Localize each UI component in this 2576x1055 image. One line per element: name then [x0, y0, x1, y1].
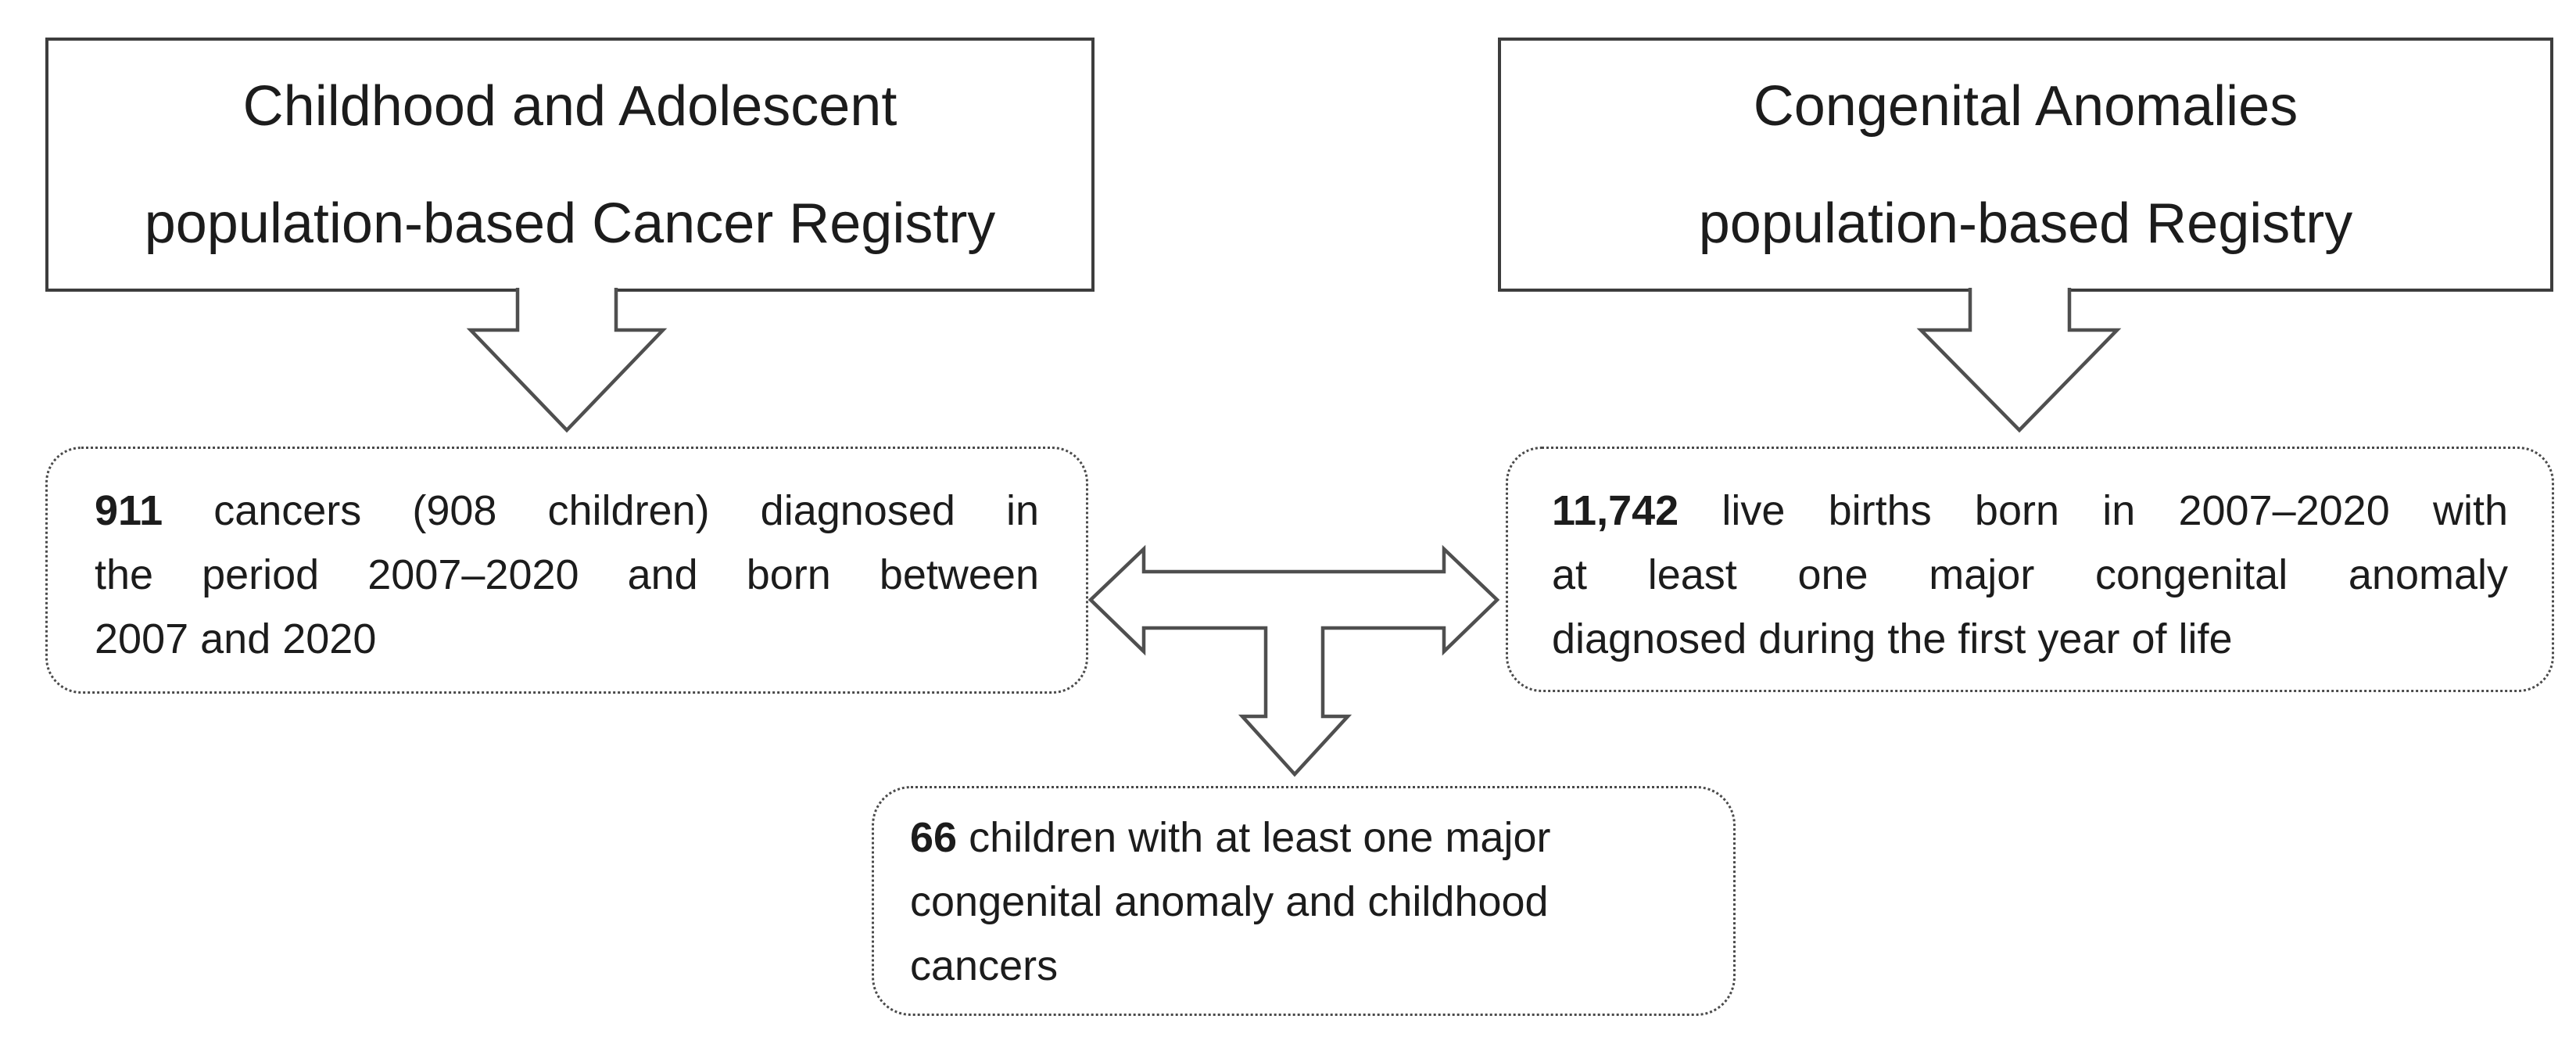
overlap-count: 66 [910, 814, 958, 861]
block-arrow-left-right-down-icon [1087, 544, 1500, 777]
anomalies-registry-line1: Congenital Anomalies [1753, 74, 2298, 138]
births-cohort-line2: at least one major congenital anomaly [1552, 551, 2508, 598]
cancers-cohort-line1-text: cancers (908 children) diagnosed in [163, 487, 1039, 534]
block-arrow-down-left-icon [466, 288, 668, 433]
anomalies-registry-line2: population-based Registry [1698, 192, 2353, 255]
cancer-registry-box: Childhood and Adolescent population-base… [45, 38, 1095, 292]
block-arrow-down-right-icon [1916, 288, 2122, 433]
cancers-cohort-line3: 2007 and 2020 [95, 615, 377, 662]
overlap-cohort-line1: 66 children with at least one major [910, 806, 1697, 870]
births-cohort-line3: diagnosed during the first year of life [1552, 615, 2233, 662]
anomalies-registry-box: Congenital Anomalies population-based Re… [1498, 38, 2553, 292]
cancers-cohort-line2: the period 2007–2020 and born between [95, 551, 1039, 598]
overlap-cohort-line2: congenital anomaly and childhood [910, 878, 1549, 925]
overlap-cohort-line3: cancers [910, 942, 1059, 989]
births-cohort-box: 11,742 live births born in 2007–2020 wit… [1506, 447, 2554, 692]
overlap-cohort-line1-text: children with at least one major [957, 814, 1551, 861]
cancer-registry-line1: Childhood and Adolescent [242, 74, 897, 138]
cancers-count: 911 [95, 487, 163, 534]
overlap-cohort-box: 66 children with at least one major cong… [872, 786, 1736, 1016]
births-cohort-line1-text: live births born in 2007–2020 with [1679, 487, 2508, 534]
cancers-cohort-box: 911 cancers (908 children) diagnosed in … [45, 447, 1088, 694]
cancer-registry-line2: population-based Cancer Registry [144, 192, 996, 255]
cancers-cohort-line1: 911 cancers (908 children) diagnosed in [95, 479, 1039, 543]
births-count: 11,742 [1552, 487, 1679, 534]
births-cohort-line1: 11,742 live births born in 2007–2020 wit… [1552, 479, 2508, 543]
